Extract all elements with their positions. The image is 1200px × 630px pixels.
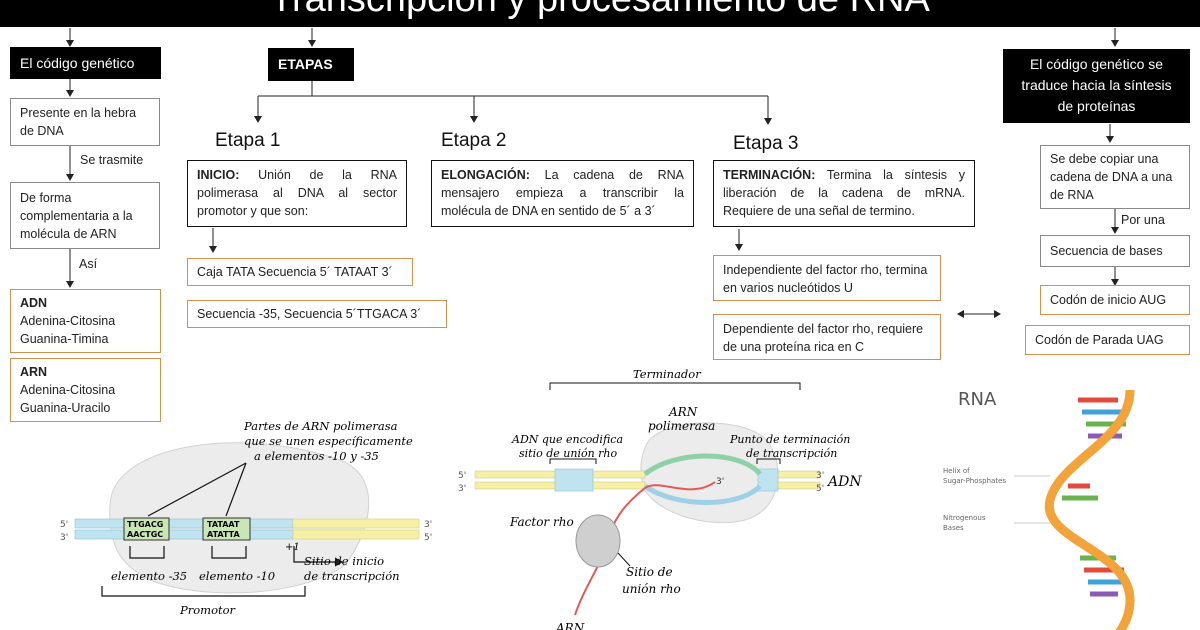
inicio-text: Unión de la RNA polimerasa al DNA al sec… [197, 168, 397, 218]
box-independiente-rho: Independiente del factor rho, termina en… [713, 255, 941, 301]
helix-label-line1: Helix of [943, 467, 970, 475]
title-bar: Transcripción y procesamiento de RNA [0, 0, 1200, 27]
terminador-label: Terminador [633, 367, 702, 381]
box-elongacion: ELONGACIÓN: La cadena de RNA mensajero e… [431, 160, 694, 227]
term-5-right: 5' [816, 484, 824, 494]
header-codigo-genetico: El código genético [10, 47, 161, 79]
rna-strand [574, 481, 716, 616]
elongacion-text: La cadena de RNA mensajero empieza a tra… [441, 168, 684, 218]
sitio-rho-line1: Sitio de [626, 565, 673, 579]
box-presente-dna: Presente en la hebra de DNA [10, 98, 160, 146]
bases-label-line2: Bases [943, 524, 964, 532]
factor-rho-label: Factor rho [509, 515, 574, 529]
arn-pol-line2: polimerasa [648, 419, 715, 433]
box-secuencia-35: Secuencia -35, Secuencia 5´TTGACA 3´ [187, 300, 447, 328]
arn-line1: Adenina-Citosina [20, 383, 116, 397]
element-35-box [123, 517, 170, 541]
seq2-top: TATAAT [207, 520, 240, 529]
box-caja-tata: Caja TATA Secuencia 5´ TATAAT 3´ [187, 258, 413, 286]
arn-pol-line1: ARN [668, 405, 698, 419]
box-adn: ADN Adenina-Citosina Guanina-Timina [10, 289, 161, 353]
link-se-trasmite: Se trasmite [80, 153, 144, 167]
punto-line2: de transcripción [746, 447, 837, 460]
etapa3-label: Etapa 3 [733, 133, 799, 154]
terminacion-text: Termina la síntesis y liberación de la c… [723, 168, 966, 218]
term-3-right: 3' [816, 471, 824, 481]
bases-label-line1: Nitrogenous [943, 514, 986, 522]
seq2-bottom: ATATTA [207, 530, 240, 539]
terminacion-title: TERMINACIÓN: [723, 168, 816, 182]
term-site-dna [757, 468, 779, 492]
adn-title: ADN [20, 296, 48, 310]
header-etapas: ETAPAS [268, 48, 354, 81]
promotor-label: Promotor [179, 603, 237, 617]
adn-line2: Guanina-Timina [20, 332, 109, 346]
term-5-left: 5' [458, 471, 466, 481]
prom-5-right: 5' [424, 533, 432, 543]
box-codon-parada: Codón de Parada UAG [1025, 325, 1190, 355]
etapa2-label: Etapa 2 [441, 130, 507, 151]
rna-helix-figure: RNA Helix of Sugar-Phosphates Nitrogenou… [943, 389, 1135, 630]
dna-blue-top [74, 518, 294, 529]
arn-label: ARN [555, 621, 585, 630]
helix-label-line2: Sugar-Phosphates [943, 477, 1006, 485]
note-line1: Partes de ARN polimerasa [243, 419, 398, 433]
header-codigo-traduce: El código genético se traduce hacia la s… [1003, 49, 1190, 123]
link-por-una: Por una [1121, 213, 1165, 227]
bubble-bottom [643, 483, 762, 505]
rho-site-dna [554, 468, 594, 492]
sugar-phosphate-backbone [1044, 389, 1135, 630]
box-dependiente-rho: Dependiente del factor rho, requiere de … [713, 314, 941, 360]
dna-blue-bottom [74, 529, 294, 540]
elongacion-title: ELONGACIÓN: [441, 168, 530, 182]
sitio-rho-line2: unión rho [622, 582, 681, 596]
prom-5-left: 5' [60, 520, 68, 530]
box-terminacion: TERMINACIÓN: Termina la síntesis y liber… [713, 160, 975, 227]
rna-3-label: 3' [716, 477, 724, 487]
box-complementaria: De forma complementaria a la molécula de… [10, 182, 160, 249]
box-copiar-cadena: Se debe copiar una cadena de DNA a una d… [1040, 145, 1190, 209]
link-asi: Así [79, 257, 98, 271]
arn-line2: Guanina-Uracilo [20, 401, 111, 415]
punto-line1: Punto de terminación [729, 433, 850, 446]
box-codon-inicio: Codón de inicio AUG [1040, 285, 1190, 315]
start-site-line2: de transcripción [304, 569, 400, 583]
prom-3-right: 3' [424, 520, 432, 530]
adn-rho-line2: sitio de unión rho [519, 447, 618, 460]
term-3-left: 3' [458, 484, 466, 494]
box-secuencia-bases: Secuencia de bases [1040, 235, 1190, 267]
start-site-line1: Sitio de inicio [304, 554, 384, 568]
promoter-figure: TTGACG AACTGC TATAAT ATATTA 5' 3' 3' 5' … [60, 419, 432, 617]
seq1-top: TTGACG [127, 520, 163, 529]
adn-rho-line1: ADN que encodifica [511, 433, 623, 446]
seq1-bottom: AACTGC [127, 530, 163, 539]
adn-line1: Adenina-Citosina [20, 314, 116, 328]
note-line2: que se unen específicamente [244, 434, 413, 448]
etapa1-label: Etapa 1 [215, 130, 281, 151]
terminator-figure: Terminador 5' 3' 3' 5' 3' ARN polimerasa… [458, 367, 862, 630]
prom-3-left: 3' [60, 533, 68, 543]
box-inicio: INICIO: Unión de la RNA polimerasa al DN… [187, 160, 407, 227]
rho-factor-shape [575, 514, 621, 568]
elem10-label: elemento -10 [199, 569, 275, 583]
inicio-title: INICIO: [197, 168, 240, 182]
plus1-label: +1 [285, 542, 300, 553]
elem35-label: elemento -35 [111, 569, 187, 583]
terminador-bracket [549, 382, 801, 390]
element-10-box [202, 517, 251, 541]
bubble-top [643, 453, 762, 477]
adn-label: ADN [826, 474, 862, 490]
note-line3: a elementos -10 y -35 [254, 449, 379, 463]
dna-yellow-top [292, 518, 420, 529]
rna-title: RNA [958, 389, 997, 410]
page-title: Transcripción y procesamiento de RNA [0, 0, 1200, 24]
arn-title: ARN [20, 365, 48, 379]
dna-yellow-bottom [292, 529, 420, 540]
box-arn: ARN Adenina-Citosina Guanina-Uracilo [10, 358, 161, 422]
